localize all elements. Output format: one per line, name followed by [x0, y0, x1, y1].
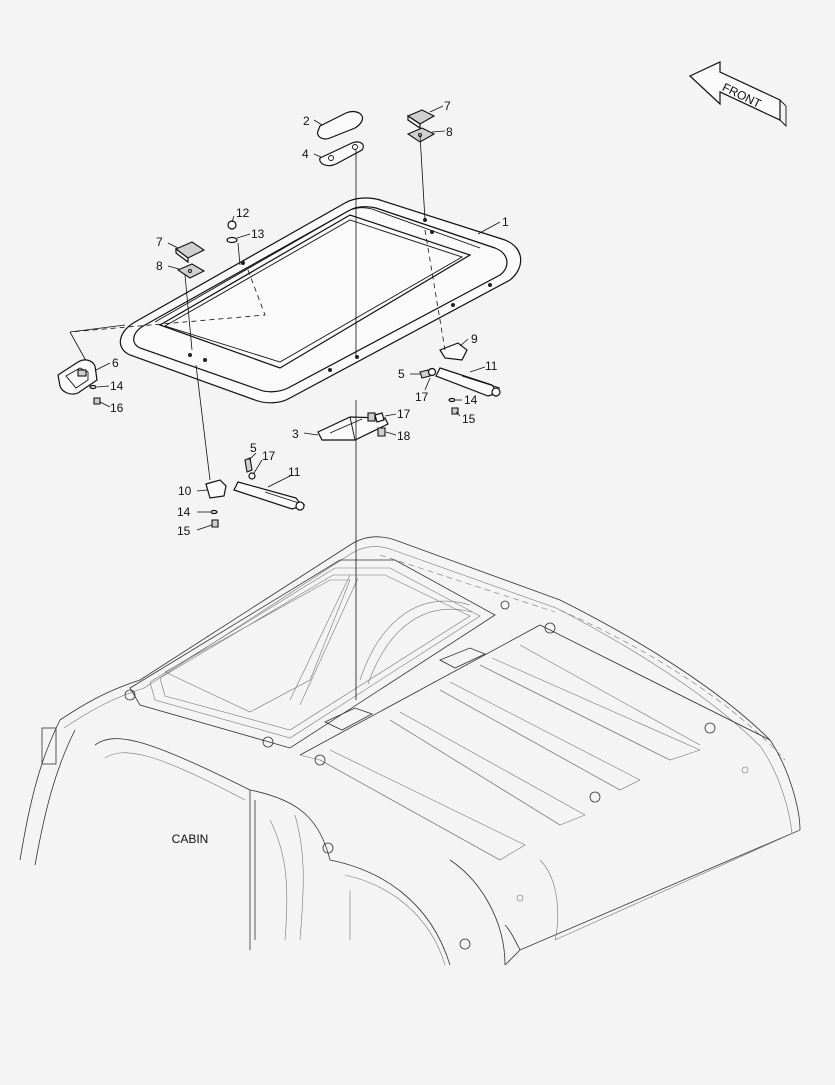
callout-2: 2 [303, 114, 310, 128]
part-4-plate [319, 141, 364, 167]
callout-7-right: 7 [444, 99, 451, 113]
part-8-right [406, 127, 436, 143]
callout-5-right: 5 [398, 367, 405, 381]
part-10-bracket [205, 479, 227, 499]
callout-16: 16 [110, 401, 124, 415]
part-11-strut-right [435, 367, 501, 397]
part-12-13-fasteners [226, 220, 238, 244]
assembly-lines [184, 134, 446, 700]
part-14-washer-b [448, 397, 456, 403]
front-direction-arrow: FRONT [688, 61, 787, 128]
part-5-17-right [419, 367, 437, 379]
callout-11-left: 11 [288, 465, 301, 479]
callout-4: 4 [302, 147, 309, 161]
callout-13: 13 [251, 227, 265, 241]
callout-15-left: 15 [177, 524, 191, 538]
cabin-label: CABIN [172, 832, 209, 846]
part-7-right [406, 109, 436, 130]
callout-6: 6 [112, 356, 119, 370]
callout-1: 1 [502, 215, 509, 229]
callout-12: 12 [236, 206, 250, 220]
part-8-left [176, 263, 206, 279]
part-7-left [174, 241, 206, 264]
part-17-18-hinge-fasteners [374, 412, 386, 437]
part-16-bolt [93, 397, 101, 405]
callout-numbers: 1 2 3 4 5 5 6 7 7 8 8 9 10 11 11 12 13 1… [110, 99, 509, 538]
part-2-cover [317, 110, 364, 140]
roof-hatch-frame [69, 197, 522, 404]
callout-17-left: 17 [262, 449, 276, 463]
part-15-bolt-left [211, 519, 219, 528]
part-11-strut-left [233, 481, 306, 511]
callout-14-left: 14 [177, 505, 191, 519]
callout-8-left: 8 [156, 259, 163, 273]
callout-17-right: 17 [415, 390, 429, 404]
part-14-washer-c [210, 509, 218, 515]
callout-9: 9 [471, 332, 478, 346]
callout-3: 3 [292, 427, 299, 441]
callout-leaders [95, 105, 501, 531]
callout-14-right: 14 [464, 393, 478, 407]
part-3-hinge [317, 412, 389, 441]
cabin-roof: CABIN [19, 536, 801, 966]
callout-15-right: 15 [462, 412, 476, 426]
callout-8-right: 8 [446, 125, 453, 139]
callout-14-latch: 14 [110, 379, 124, 393]
callout-17-hinge: 17 [397, 407, 411, 421]
part-6-latch [57, 359, 98, 395]
part-5-17-left [244, 457, 256, 480]
part-9-bracket [439, 342, 468, 361]
callout-7-left: 7 [156, 235, 163, 249]
part-14-washer-a [89, 384, 97, 390]
callout-5-left: 5 [250, 441, 257, 455]
callout-11-right: 11 [485, 359, 498, 373]
callout-18: 18 [397, 429, 411, 443]
callout-10: 10 [178, 484, 192, 498]
